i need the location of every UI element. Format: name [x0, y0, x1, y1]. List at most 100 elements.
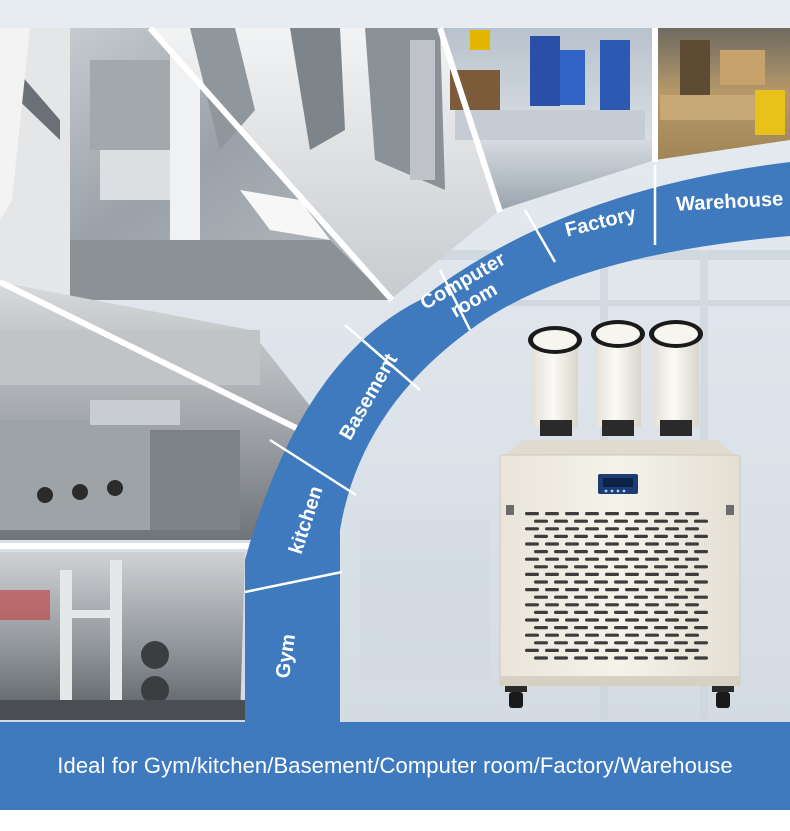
vent-slot	[525, 572, 539, 576]
vent-slot	[685, 618, 699, 622]
vent-slot	[685, 572, 699, 576]
vent-slot	[534, 595, 548, 599]
gym-details	[0, 560, 245, 720]
vent-slot	[554, 610, 568, 614]
vent-slot	[594, 641, 608, 645]
vent-slot	[645, 648, 659, 652]
vent-slot	[685, 633, 699, 637]
vent-slot	[534, 580, 548, 584]
vent-slot	[545, 603, 559, 607]
vent-slot	[585, 527, 599, 531]
vent-slot	[625, 512, 639, 516]
vent-slot	[574, 641, 588, 645]
vent-slot	[525, 557, 539, 561]
vent-slot	[674, 610, 688, 614]
duct-left	[528, 326, 582, 436]
vent-slot	[594, 534, 608, 538]
arc-ribbon	[245, 162, 790, 722]
vent-slot	[674, 656, 688, 660]
vent-slot	[654, 656, 668, 660]
vent-slot	[694, 550, 708, 554]
vent-slot	[614, 519, 628, 523]
vent-slot	[585, 557, 599, 561]
vent-slot	[565, 603, 579, 607]
vent-slot	[554, 626, 568, 630]
vent-slot	[694, 595, 708, 599]
vent-slot	[594, 595, 608, 599]
vent-slot	[545, 633, 559, 637]
vent-slot	[654, 580, 668, 584]
vent-slot	[665, 648, 679, 652]
vent-slot	[645, 512, 659, 516]
vent-slot	[645, 527, 659, 531]
vent-slot	[594, 550, 608, 554]
vent-slot	[634, 626, 648, 630]
vent-slot	[694, 580, 708, 584]
vent-slot	[614, 626, 628, 630]
vent-slot	[605, 618, 619, 622]
vent-slot	[534, 534, 548, 538]
duct-right	[649, 320, 703, 436]
vent-slot	[625, 588, 639, 592]
vent-slot	[614, 595, 628, 599]
vent-slot	[665, 588, 679, 592]
vent-slot	[614, 550, 628, 554]
vent-slot	[654, 534, 668, 538]
vent-slot	[634, 641, 648, 645]
vent-slot	[545, 542, 559, 546]
vent-slot	[565, 588, 579, 592]
vent-slot	[634, 550, 648, 554]
vent-slot	[525, 527, 539, 531]
vent-slot	[694, 534, 708, 538]
vent-slot	[585, 603, 599, 607]
vent-slot	[554, 519, 568, 523]
spot-cooler	[499, 320, 741, 708]
vent-slot	[665, 542, 679, 546]
vent-slot	[654, 610, 668, 614]
vent-slot	[665, 618, 679, 622]
vent-slot	[585, 542, 599, 546]
vent-slot	[605, 572, 619, 576]
vent-slot	[685, 557, 699, 561]
vent-slot	[565, 512, 579, 516]
vent-slot	[545, 527, 559, 531]
vent-slot	[565, 557, 579, 561]
vent-slot	[645, 572, 659, 576]
vent-slot	[594, 656, 608, 660]
vent-slot	[694, 610, 708, 614]
vent-slot	[565, 648, 579, 652]
vent-slot	[574, 656, 588, 660]
photo-gym	[0, 552, 245, 720]
vent-slot	[525, 648, 539, 652]
vent-slot	[605, 557, 619, 561]
vent-slot	[694, 641, 708, 645]
vent-slot	[594, 626, 608, 630]
vent-slot	[674, 534, 688, 538]
vent-slot	[565, 633, 579, 637]
vent-slot	[654, 565, 668, 569]
vent-slot	[554, 534, 568, 538]
vent-slot	[674, 550, 688, 554]
vent-slot	[654, 550, 668, 554]
vent-slot	[634, 595, 648, 599]
vent-slot	[545, 557, 559, 561]
vent-slot	[565, 527, 579, 531]
vent-slot	[574, 519, 588, 523]
vent-slot	[665, 572, 679, 576]
vent-slot	[685, 648, 699, 652]
vent-slot	[625, 557, 639, 561]
vent-slot	[554, 641, 568, 645]
vent-slot	[645, 618, 659, 622]
basement-details	[0, 28, 390, 300]
vent-slot	[574, 595, 588, 599]
vent-slot	[685, 512, 699, 516]
vent-slot	[685, 542, 699, 546]
vent-slot	[674, 519, 688, 523]
vent-slot	[545, 618, 559, 622]
vent-slot	[665, 633, 679, 637]
vent-slot	[665, 603, 679, 607]
vent-slot	[574, 580, 588, 584]
vent-slot	[674, 641, 688, 645]
vent-slot	[674, 626, 688, 630]
